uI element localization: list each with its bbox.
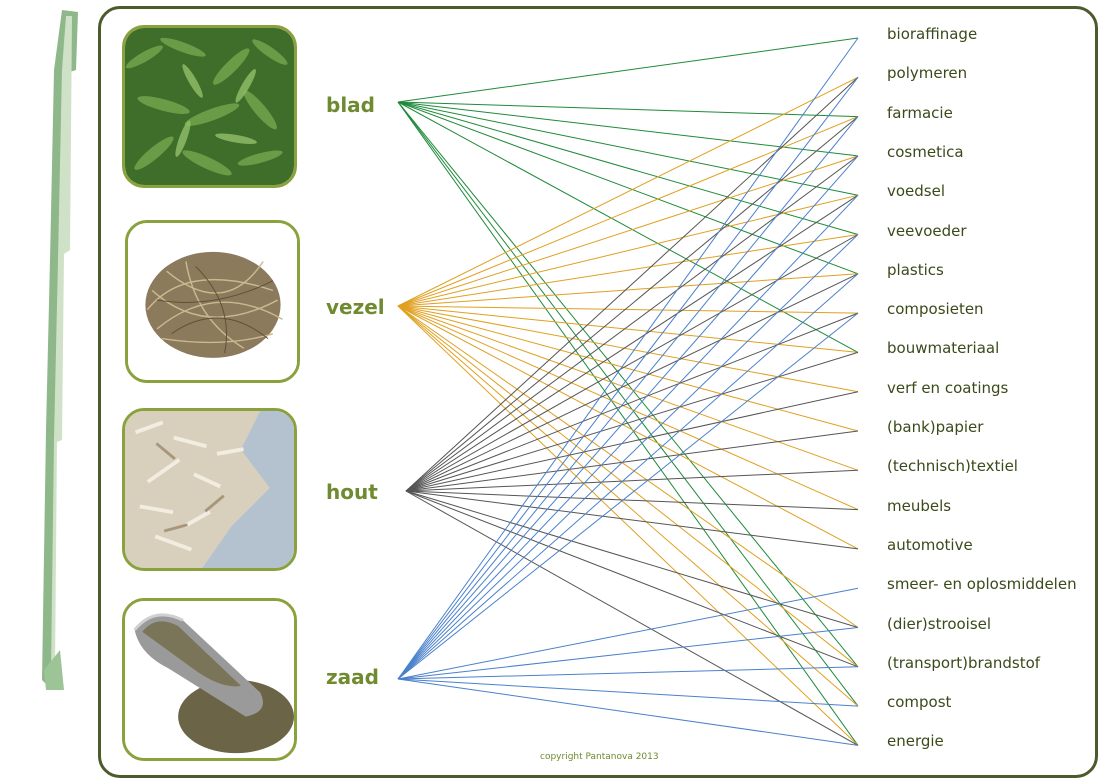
link-blad [398,102,858,352]
application-label: bouwmateriaal [887,339,999,357]
link-vezel [398,306,858,549]
link-hout [406,491,858,510]
application-label: verf en coatings [887,379,1008,397]
link-vezel [398,77,858,306]
copyright-text: copyright Pantanova 2013 [540,752,659,762]
application-label: (dier)strooisel [887,615,991,633]
link-zaad [398,156,858,679]
link-hout [406,195,858,491]
link-blad [398,102,858,274]
application-label: veevoeder [887,222,967,240]
application-label: (transport)brandstof [887,654,1040,672]
link-hout [406,491,858,667]
link-blad [398,102,858,117]
link-zaad [398,679,858,745]
application-label: automotive [887,536,973,554]
application-label: plastics [887,261,944,279]
source-label-zaad: zaad [326,665,379,689]
source-label-vezel: vezel [326,295,385,319]
link-zaad [398,274,858,679]
link-vezel [398,306,858,706]
application-label: composieten [887,300,984,318]
link-blad [398,38,858,102]
application-label: polymeren [887,64,967,82]
link-vezel [398,117,858,306]
application-label: (bank)papier [887,418,983,436]
application-label: bioraffinage [887,25,977,43]
link-zaad [398,588,858,679]
link-hout [406,156,858,491]
link-zaad [398,117,858,679]
link-zaad [398,77,858,679]
link-zaad [398,628,858,680]
link-blad [398,102,858,195]
link-vezel [398,306,858,510]
application-label: (technisch)textiel [887,457,1018,475]
link-blad [398,102,858,745]
link-hout [406,491,858,549]
link-hout [406,491,858,628]
application-label: energie [887,732,944,750]
application-label: cosmetica [887,143,964,161]
link-zaad [398,667,858,679]
link-hout [406,274,858,491]
link-vezel [398,235,858,307]
application-label: meubels [887,497,951,515]
source-label-hout: hout [326,480,378,504]
link-blad [398,102,858,156]
link-hout [406,431,858,491]
application-label: smeer- en oplosmiddelen [887,575,1077,593]
link-hout [406,117,858,491]
application-label: farmacie [887,104,953,122]
link-vezel [398,156,858,306]
application-label: voedsel [887,182,945,200]
source-label-blad: blad [326,93,375,117]
application-label: compost [887,693,951,711]
link-zaad [398,679,858,706]
